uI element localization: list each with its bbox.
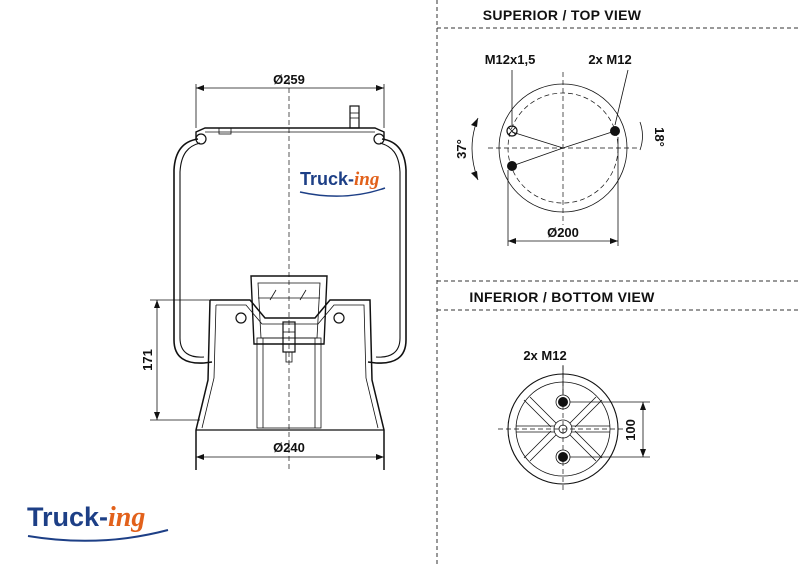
side-view: Ø259 Ø240 171 Truck-ing xyxy=(140,72,407,470)
corner-logo: Truck-ing xyxy=(27,502,169,542)
bottom-diameter-label: Ø240 xyxy=(273,440,305,455)
corner-logo-part2: ing xyxy=(108,502,145,533)
top-view-heading: SUPERIOR / TOP VIEW xyxy=(483,7,642,23)
thread-label: M12x1,5 xyxy=(485,52,536,67)
inner-logo-part1: Truck- xyxy=(300,169,354,189)
view-dividers xyxy=(436,0,800,565)
top-view: M12x1,5 2x M12 37° 18° Ø200 xyxy=(454,52,667,246)
bottom-view: 2x M12 100 xyxy=(498,348,650,490)
inner-logo: Truck-ing xyxy=(300,169,379,190)
bolt-spacing-label: 100 xyxy=(623,419,638,441)
corner-logo-text: Truck-ing xyxy=(27,502,145,533)
bottom-view-heading: INFERIOR / BOTTOM VIEW xyxy=(469,289,655,305)
angle-left-label: 37° xyxy=(454,139,469,159)
height-label: 171 xyxy=(140,349,155,371)
bolt-circle-label: Ø200 xyxy=(547,225,579,240)
angle-right-label: 18° xyxy=(652,127,667,147)
top-diameter-label: Ø259 xyxy=(273,72,305,87)
top-bolts-label: 2x M12 xyxy=(588,52,631,67)
inner-logo-part2: ing xyxy=(354,169,379,190)
bottom-bolts-label: 2x M12 xyxy=(523,348,566,363)
corner-logo-part1: Truck- xyxy=(27,502,108,532)
